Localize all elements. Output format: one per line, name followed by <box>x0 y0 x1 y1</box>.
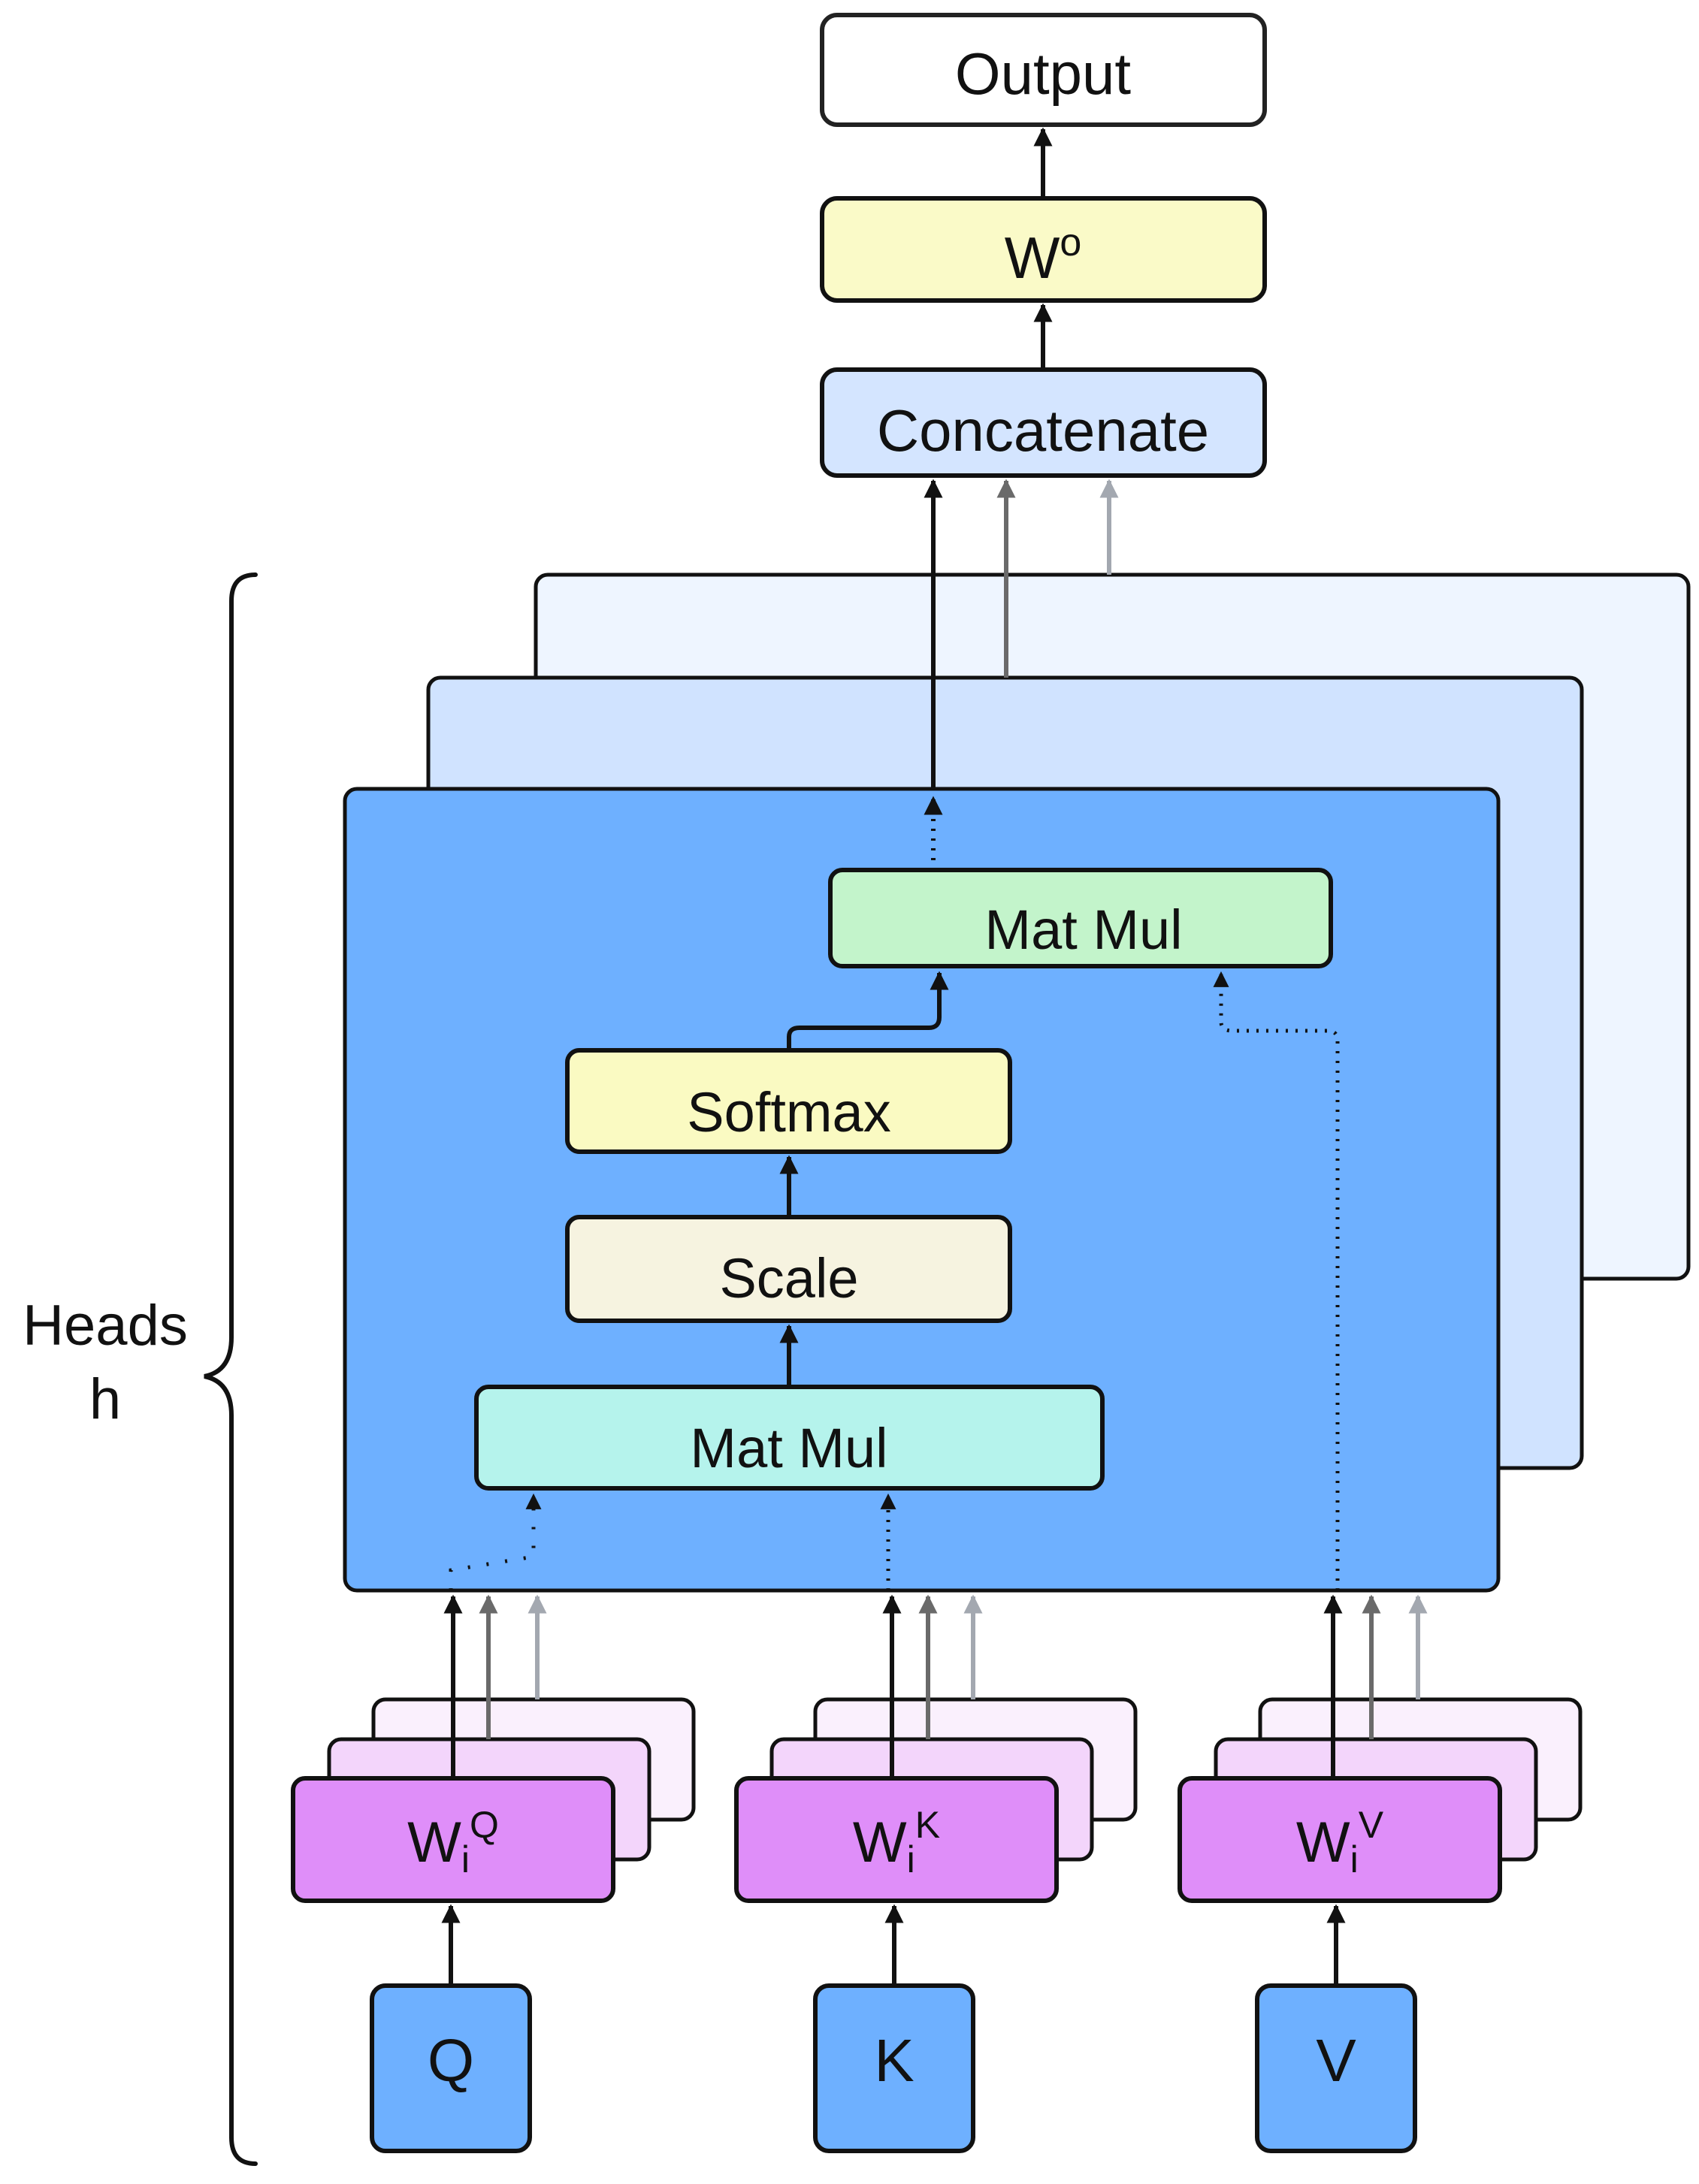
concatenate-box <box>820 367 1267 478</box>
matmul-bottom-label: Mat Mul <box>690 1417 887 1479</box>
scale-label: Scale <box>719 1247 858 1309</box>
input-k-label: K <box>874 2027 914 2094</box>
proj-k-box <box>734 1776 1059 1903</box>
wo-box <box>820 196 1267 303</box>
heads-count-label: h <box>89 1367 121 1431</box>
matmul-top-box <box>828 868 1333 968</box>
heads-brace <box>204 572 258 2166</box>
matmul-bottom-box <box>474 1385 1105 1491</box>
softmax-box <box>565 1048 1012 1154</box>
proj-v-label: WiV <box>1296 1804 1384 1880</box>
proj-v-box <box>1178 1776 1502 1903</box>
output-label: Output <box>955 41 1131 107</box>
input-q-label: Q <box>428 2027 474 2094</box>
heads-label: Heads <box>23 1294 188 1358</box>
input-q-box <box>370 1983 532 2153</box>
input-v-label: V <box>1316 2027 1356 2094</box>
proj-q-label: WiQ <box>407 1804 499 1880</box>
input-v-box <box>1255 1983 1417 2153</box>
input-k-box <box>813 1983 975 2153</box>
wo-label: Wo <box>1005 221 1082 291</box>
proj-q-box <box>291 1776 615 1903</box>
concatenate-label: Concatenate <box>877 397 1209 464</box>
output-box <box>820 13 1267 127</box>
softmax-label: Softmax <box>687 1081 890 1143</box>
arrow-softmax-to-matmul-top <box>787 971 949 1050</box>
scale-box <box>565 1215 1012 1323</box>
matmul-top-label: Mat Mul <box>984 899 1182 961</box>
proj-k-label: WiK <box>853 1804 940 1880</box>
